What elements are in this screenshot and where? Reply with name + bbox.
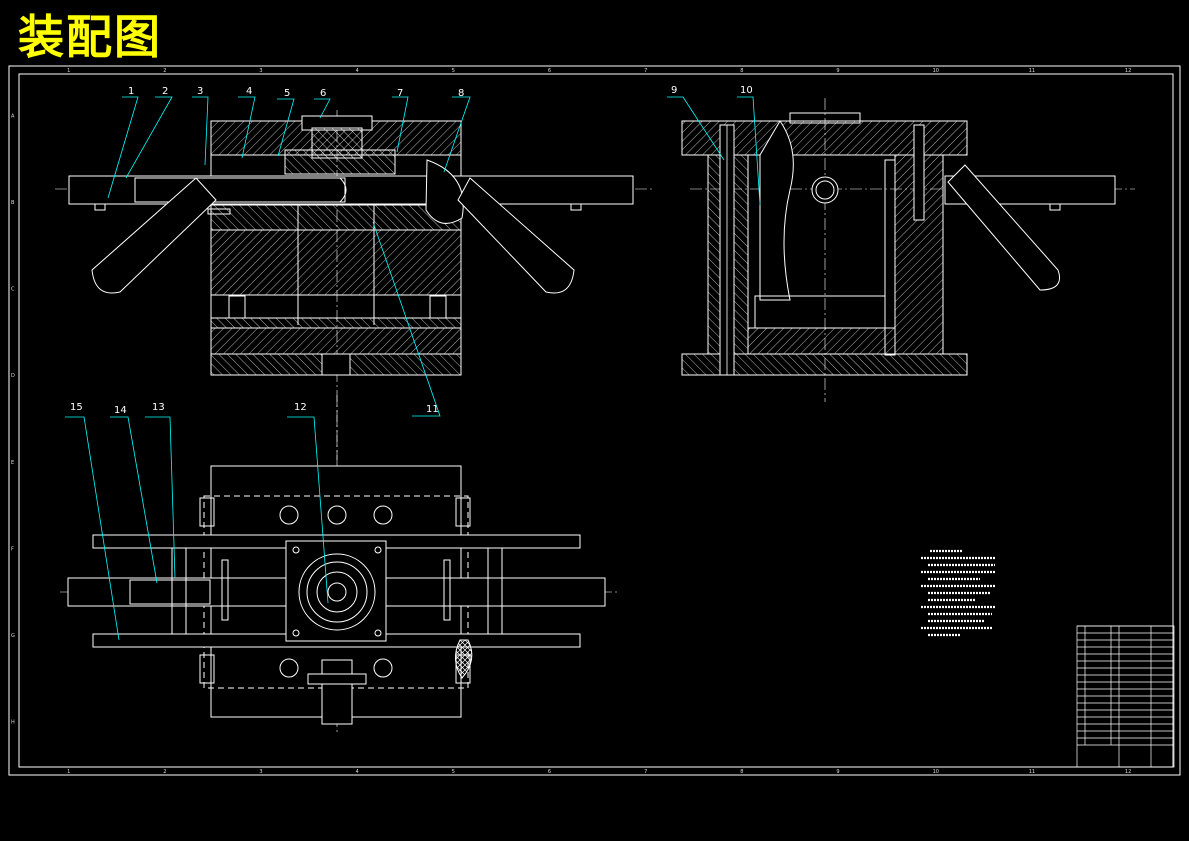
grid-col-top-6: 6	[548, 68, 551, 74]
page-title: 装配图	[18, 10, 162, 64]
grid-row-B: B	[11, 200, 15, 206]
balloon-5: 5	[284, 88, 290, 99]
plan-view	[60, 395, 620, 735]
balloon-12: 12	[294, 402, 307, 413]
grid-col-bottom-7: 7	[644, 769, 647, 775]
grid-col-bottom-11: 11	[1029, 769, 1035, 775]
balloon-2: 2	[162, 86, 168, 97]
grid-col-bottom-6: 6	[548, 769, 551, 775]
grid-col-bottom-4: 4	[356, 769, 359, 775]
grid-row-F: F	[11, 546, 14, 552]
grid-col-top-9: 9	[836, 68, 839, 74]
grid-row-D: D	[11, 373, 15, 379]
grid-col-bottom-2: 2	[163, 769, 166, 775]
side-section-view	[681, 98, 1135, 402]
grid-col-top-4: 4	[356, 68, 359, 74]
grid-col-bottom-3: 3	[259, 769, 262, 775]
grid-row-H: H	[11, 720, 15, 726]
grid-col-bottom-10: 10	[933, 769, 939, 775]
grid-col-bottom-1: 1	[67, 769, 70, 775]
grid-row-A: A	[11, 113, 15, 119]
grid-row-E: E	[11, 460, 14, 466]
balloon-11: 11	[426, 404, 439, 415]
grid-col-top-7: 7	[644, 68, 647, 74]
grid-row-C: C	[11, 287, 15, 293]
grid-row-G: G	[11, 633, 15, 639]
grid-col-top-2: 2	[163, 68, 166, 74]
balloon-14: 14	[114, 405, 127, 416]
grid-col-bottom-12: 12	[1125, 769, 1131, 775]
grid-col-top-8: 8	[740, 68, 743, 74]
parts-list-table	[1076, 625, 1175, 768]
balloon-4: 4	[246, 86, 252, 97]
balloon-13: 13	[152, 402, 165, 413]
grid-col-top-1: 1	[67, 68, 70, 74]
grid-labels-left: A B C D E F G H	[11, 113, 15, 725]
balloon-8: 8	[458, 88, 464, 99]
grid-col-top-10: 10	[933, 68, 939, 74]
balloon-leaders	[65, 96, 761, 641]
grid-col-bottom-5: 5	[452, 769, 455, 775]
grid-col-top-3: 3	[259, 68, 262, 74]
drawing-frame	[8, 65, 1181, 776]
grid-col-top-11: 11	[1029, 68, 1035, 74]
technical-notes	[921, 549, 995, 637]
balloon-15: 15	[70, 402, 83, 413]
grid-col-bottom-8: 8	[740, 769, 743, 775]
balloon-6: 6	[320, 88, 326, 99]
balloon-10: 10	[740, 85, 753, 96]
balloon-7: 7	[397, 88, 403, 99]
balloon-1: 1	[128, 86, 134, 97]
balloon-9: 9	[671, 85, 677, 96]
grid-col-bottom-9: 9	[836, 769, 839, 775]
grid-col-top-5: 5	[452, 68, 455, 74]
grid-col-top-12: 12	[1125, 68, 1131, 74]
balloon-3: 3	[197, 86, 203, 97]
front-section-view	[55, 110, 655, 460]
